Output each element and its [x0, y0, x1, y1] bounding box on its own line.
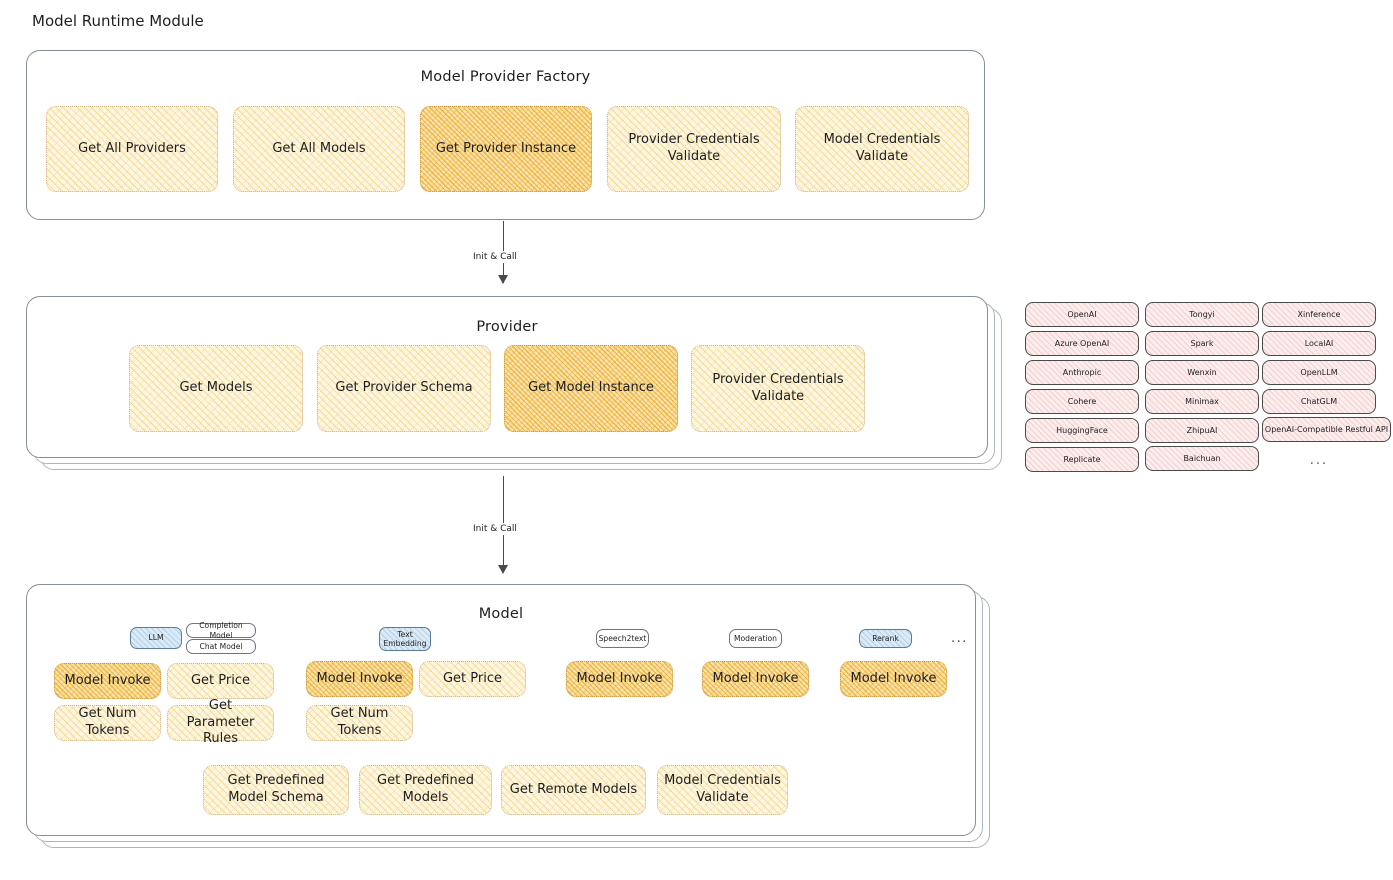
provider-chip-azure-openai[interactable]: Azure OpenAI	[1025, 331, 1139, 356]
model-types-more-ellipsis: ...	[951, 631, 968, 646]
provider-chip-openai-compatible-restful-api[interactable]: OpenAI-Compatible Restful API	[1262, 417, 1391, 442]
layer-title-model: Model	[478, 606, 524, 622]
node-speech2text-model-invoke[interactable]: Model Invoke	[566, 661, 673, 697]
provider-chip-localai[interactable]: LocalAI	[1262, 331, 1376, 356]
node-provider-credentials-validate-2[interactable]: Provider Credentials Validate	[691, 345, 865, 432]
provider-chip-minimax[interactable]: Minimax	[1145, 389, 1259, 414]
model-type-badge-rerank[interactable]: Rerank	[859, 629, 912, 648]
provider-chip-openai[interactable]: OpenAI	[1025, 302, 1139, 327]
provider-chip-chatglm[interactable]: ChatGLM	[1262, 389, 1376, 414]
layer-title-provider: Provider	[476, 319, 538, 335]
provider-chip-zhipuai[interactable]: ZhipuAI	[1145, 418, 1259, 443]
model-type-badge-llm[interactable]: LLM	[130, 627, 182, 649]
provider-chip-replicate[interactable]: Replicate	[1025, 447, 1139, 472]
connector-factory-to-provider-arrowhead	[498, 275, 508, 284]
provider-chip-more-ellipsis: ...	[1309, 452, 1329, 468]
provider-chip-spark[interactable]: Spark	[1145, 331, 1259, 356]
model-type-badge-text-embedding[interactable]: Text Embedding	[379, 627, 431, 651]
node-llm-model-invoke[interactable]: Model Invoke	[54, 663, 161, 699]
connector-label-init-call-1: Init & Call	[469, 251, 521, 263]
model-type-subbadge-completion-model[interactable]: Completion Model	[186, 621, 256, 640]
model-type-badge-moderation[interactable]: Moderation	[729, 629, 782, 648]
node-rerank-model-invoke[interactable]: Model Invoke	[840, 661, 947, 697]
node-text-embedding-model-invoke[interactable]: Model Invoke	[306, 661, 413, 697]
provider-chip-cohere[interactable]: Cohere	[1025, 389, 1139, 414]
model-type-badge-speech2text[interactable]: Speech2text	[596, 629, 649, 648]
node-llm-get-num-tokens[interactable]: Get Num Tokens	[54, 705, 161, 741]
node-llm-get-price[interactable]: Get Price	[167, 663, 274, 699]
provider-chip-xinference[interactable]: Xinference	[1262, 302, 1376, 327]
node-model-credentials-validate-3[interactable]: Model Credentials Validate	[657, 765, 788, 815]
node-get-models[interactable]: Get Models	[129, 345, 303, 432]
layer-title-model-provider-factory: Model Provider Factory	[420, 69, 591, 85]
node-get-model-instance[interactable]: Get Model Instance	[504, 345, 678, 432]
node-text-embedding-get-num-tokens[interactable]: Get Num Tokens	[306, 705, 413, 741]
node-llm-get-parameter-rules[interactable]: Get Parameter Rules	[167, 698, 274, 746]
node-get-provider-instance[interactable]: Get Provider Instance	[420, 106, 592, 192]
node-get-remote-models[interactable]: Get Remote Models	[501, 765, 646, 815]
node-text-embedding-get-price[interactable]: Get Price	[419, 661, 526, 697]
provider-chip-tongyi[interactable]: Tongyi	[1145, 302, 1259, 327]
node-get-all-models[interactable]: Get All Models	[233, 106, 405, 192]
connector-label-init-call-2: Init & Call	[469, 523, 521, 535]
node-provider-credentials-validate[interactable]: Provider Credentials Validate	[607, 106, 781, 192]
node-get-provider-schema[interactable]: Get Provider Schema	[317, 345, 491, 432]
node-get-predefined-models[interactable]: Get Predefined Models	[359, 765, 492, 815]
node-get-predefined-model-schema[interactable]: Get Predefined Model Schema	[203, 765, 349, 815]
node-get-all-providers[interactable]: Get All Providers	[46, 106, 218, 192]
provider-chip-anthropic[interactable]: Anthropic	[1025, 360, 1139, 385]
diagram-title: Model Runtime Module	[32, 12, 204, 30]
provider-chip-wenxin[interactable]: Wenxin	[1145, 360, 1259, 385]
provider-chip-baichuan[interactable]: Baichuan	[1145, 446, 1259, 471]
node-moderation-model-invoke[interactable]: Model Invoke	[702, 661, 809, 697]
model-type-subbadge-chat-model[interactable]: Chat Model	[186, 639, 256, 654]
provider-chip-openllm[interactable]: OpenLLM	[1262, 360, 1376, 385]
provider-chip-huggingface[interactable]: HuggingFace	[1025, 418, 1139, 443]
node-model-credentials-validate[interactable]: Model Credentials Validate	[795, 106, 969, 192]
connector-provider-to-model-arrowhead	[498, 565, 508, 574]
